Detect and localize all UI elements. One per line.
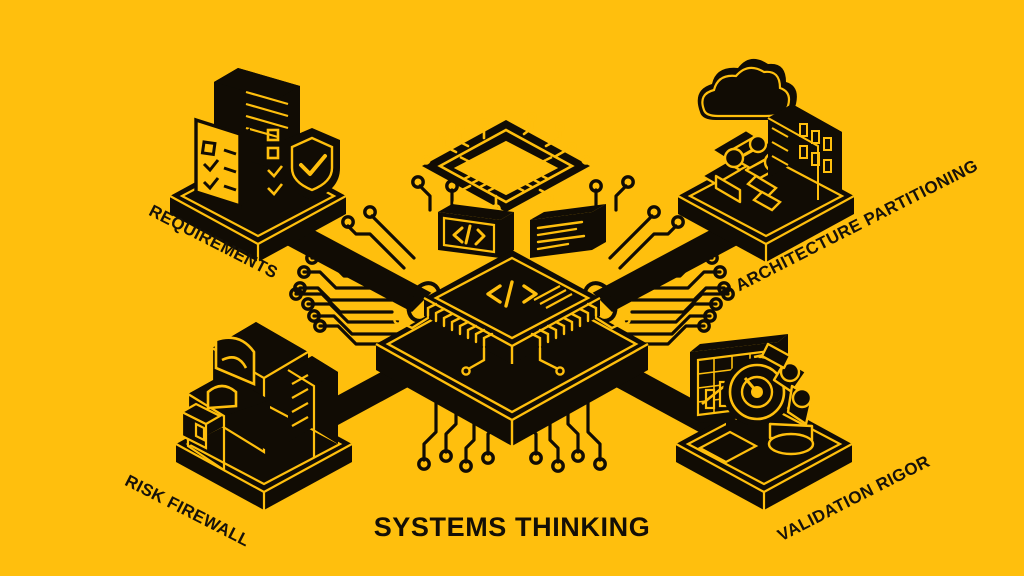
node-architecture-partitioning	[677, 58, 855, 262]
node-requirements	[169, 68, 347, 262]
central-processing-hub	[375, 250, 649, 446]
cloud-robot-arm-server-icon	[697, 58, 842, 212]
node-risk-firewall	[175, 322, 353, 510]
node-validation-rigor	[675, 334, 853, 510]
page-title: SYSTEMS THINKING	[373, 512, 651, 542]
monitor-gauge-robot-arm-icon	[690, 334, 815, 464]
document-checklist-shield-icon	[194, 68, 340, 209]
floating-document-card-right	[530, 204, 606, 258]
industrial-server-stack-icon	[179, 322, 338, 473]
floating-code-card-left	[438, 204, 514, 258]
pcb-icon	[421, 112, 591, 214]
